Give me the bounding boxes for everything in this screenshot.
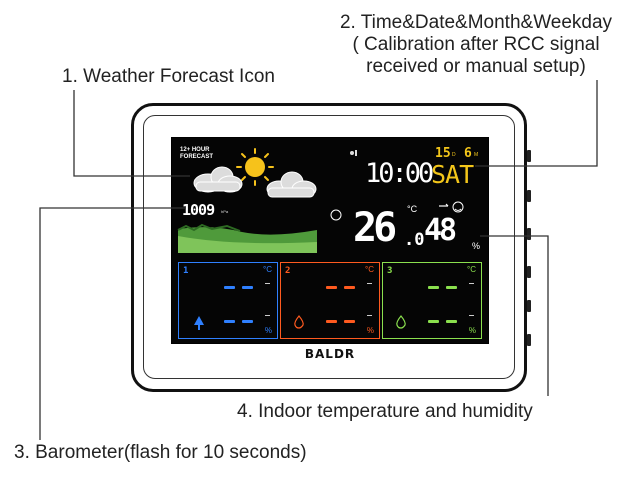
trend-mark bbox=[367, 283, 372, 284]
indoor-humidity: 48 bbox=[424, 213, 457, 248]
channel-temp-unit: °C bbox=[365, 265, 374, 274]
indoor-icon bbox=[330, 209, 342, 221]
day-value: 15 bbox=[435, 146, 451, 161]
forecast-label-line2: FORECAST bbox=[180, 154, 213, 160]
callout-time-date-title: 2. Time&Date&Month&Weekday bbox=[339, 12, 613, 33]
side-button bbox=[527, 334, 531, 346]
callout-time-date-sub1: ( Calibration after RCC signal bbox=[352, 34, 600, 55]
device-bezel bbox=[143, 115, 515, 379]
temp-dash bbox=[344, 286, 355, 289]
channel-number: 3 bbox=[387, 266, 393, 276]
temp-dash bbox=[326, 286, 337, 289]
month-value: 6 bbox=[464, 146, 472, 161]
pressure-value: 1009 bbox=[182, 201, 215, 219]
temperature-unit: °C bbox=[407, 204, 418, 214]
channel-humidity-unit: % bbox=[468, 326, 476, 335]
pressure-unit: hPa bbox=[221, 209, 229, 214]
lcd-screen: 12+ HOUR FORECAST bbox=[171, 137, 489, 344]
leader-barometer bbox=[39, 207, 186, 440]
cloud-icon bbox=[193, 166, 243, 193]
landscape-icon bbox=[177, 223, 317, 253]
time-display: 10:00 bbox=[365, 158, 434, 189]
trend-mark bbox=[265, 315, 270, 316]
temp-dash bbox=[224, 286, 235, 289]
leader-indoor bbox=[480, 235, 549, 396]
trend-mark bbox=[367, 315, 372, 316]
side-button bbox=[527, 300, 531, 312]
callout-indoor: 4. Indoor temperature and humidity bbox=[237, 401, 533, 422]
cloud-icon bbox=[266, 171, 317, 198]
channel-number: 2 bbox=[285, 266, 291, 276]
side-button bbox=[527, 266, 531, 278]
channel-panel: 3 °C % bbox=[382, 262, 482, 339]
indoor-temperature: 26 bbox=[353, 205, 397, 251]
humidity-dash bbox=[326, 320, 337, 323]
channel-temp-unit: °C bbox=[263, 265, 272, 274]
signal-icon bbox=[350, 150, 357, 156]
indoor-temperature-decimal: .0 bbox=[404, 230, 425, 250]
tree-icon bbox=[194, 316, 204, 330]
leader-time-date bbox=[475, 80, 598, 167]
month-unit: M bbox=[474, 152, 479, 158]
trend-mark bbox=[469, 283, 474, 284]
channel-humidity-unit: % bbox=[264, 326, 272, 335]
humidity-dash bbox=[344, 320, 355, 323]
callout-forecast-icon: 1. Weather Forecast Icon bbox=[62, 66, 275, 87]
channel-panel: 2 °C % bbox=[280, 262, 380, 339]
temp-dash bbox=[446, 286, 457, 289]
humidity-dash bbox=[446, 320, 457, 323]
forecast-label-line1: 12+ HOUR bbox=[180, 147, 210, 153]
humidity-dash bbox=[224, 320, 235, 323]
side-button bbox=[527, 228, 531, 240]
humidity-drop-icon bbox=[396, 315, 406, 329]
sun-icon bbox=[236, 148, 274, 186]
trend-mark bbox=[265, 283, 270, 284]
side-button bbox=[527, 190, 531, 202]
trend-mark bbox=[469, 315, 474, 316]
channel-panel: 1 °C % bbox=[178, 262, 278, 339]
comfort-face-icon bbox=[452, 201, 464, 213]
callout-barometer: 3. Barometer(flash for 10 seconds) bbox=[14, 442, 307, 463]
forecast-label: 12+ HOUR FORECAST bbox=[180, 147, 213, 161]
callout-time-date-sub2: received or manual setup) bbox=[366, 56, 586, 77]
humidity-dash bbox=[242, 320, 253, 323]
humidity-dash bbox=[428, 320, 439, 323]
callout-time-date: 2. Time&Date&Month&Weekday ( Calibration… bbox=[317, 12, 635, 78]
channel-temp-unit: °C bbox=[467, 265, 476, 274]
temp-dash bbox=[242, 286, 253, 289]
trend-arrow-icon bbox=[439, 203, 449, 207]
weekday-display: SAT bbox=[431, 160, 474, 189]
day-unit: D bbox=[452, 152, 456, 158]
temp-dash bbox=[428, 286, 439, 289]
humidity-drop-icon bbox=[294, 315, 304, 329]
forecast-graphic bbox=[177, 148, 464, 253]
brand-logo: BALDR bbox=[304, 347, 356, 361]
humidity-unit: % bbox=[472, 241, 481, 251]
side-button bbox=[527, 150, 531, 162]
channel-number: 1 bbox=[183, 266, 189, 276]
channel-humidity-unit: % bbox=[366, 326, 374, 335]
leader-forecast bbox=[73, 90, 190, 177]
